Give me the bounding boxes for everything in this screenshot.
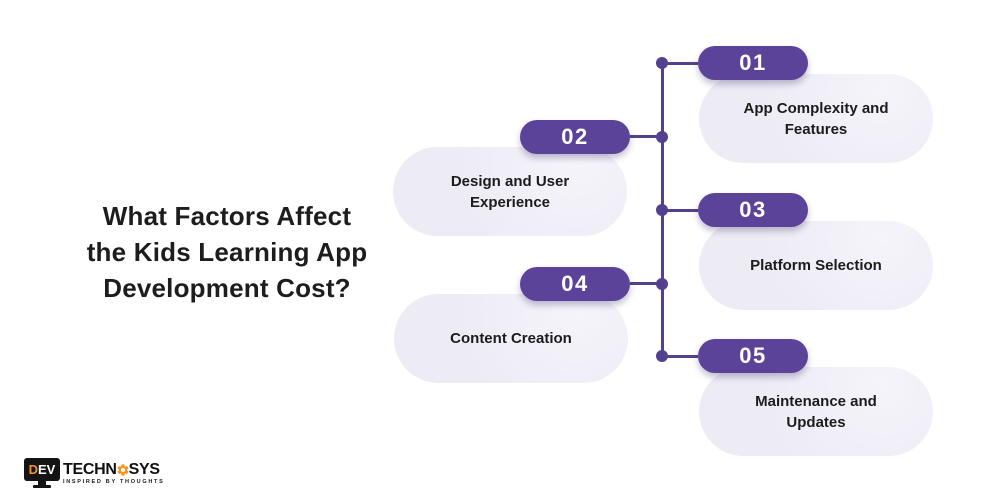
devtechnosys-logo: DEV TECHN SYS INSPIRED BY THOUGHTS — [24, 458, 164, 490]
factor-number-3: 03 — [739, 197, 767, 222]
brand-name: TECHN SYS — [63, 461, 164, 478]
factor-card-4: Content Creation — [394, 294, 628, 383]
connector-line-5 — [662, 354, 698, 358]
factor-number-4: 04 — [561, 270, 589, 296]
title-line-2: the Kids Learning App — [86, 237, 368, 267]
factor-number-badge-5: 05 — [698, 339, 808, 373]
connector-line-4 — [630, 282, 662, 285]
factor-label-1: App Complexity and Features — [743, 99, 889, 138]
logo-letter-d: D — [28, 462, 39, 477]
brand-name-prefix: TECHN — [63, 461, 117, 478]
title-line-1: What Factors Affect — [102, 201, 352, 231]
factor-label-5: Maintenance and Updates — [755, 392, 877, 431]
factor-label-4: Content Creation — [450, 330, 572, 347]
factor-number-badge-1: 01 — [698, 46, 808, 80]
connector-line-1 — [662, 61, 698, 65]
logo-letters-ev: EV — [38, 462, 56, 477]
timeline-dot-2 — [656, 130, 668, 143]
monitor-stand-neck — [38, 481, 46, 485]
logo-dev-text: DEV — [29, 463, 56, 476]
brand-text-block: TECHN SYS INSPIRED BY THOUGHTS — [63, 458, 165, 486]
factor-number-1: 01 — [739, 50, 767, 75]
connector-line-2 — [630, 135, 662, 138]
monitor-screen: DEV — [24, 458, 60, 481]
factor-card-5: Maintenance and Updates — [699, 367, 933, 456]
monitor-icon: DEV — [24, 458, 60, 490]
page-title: What Factors Affect the Kids Learning Ap… — [62, 198, 392, 306]
factor-number-badge-3: 03 — [698, 193, 808, 227]
factor-number-badge-2: 02 — [520, 119, 630, 154]
factor-label-2: Design and User Experience — [450, 172, 570, 211]
monitor-stand-base — [33, 485, 51, 488]
timeline-dot-1 — [656, 57, 668, 69]
timeline-dot-3 — [656, 204, 668, 216]
factor-label-3: Platform Selection — [750, 257, 882, 274]
timeline-dot-5 — [656, 350, 668, 362]
factor-number-2: 02 — [561, 123, 589, 149]
factor-card-1: App Complexity and Features — [699, 74, 933, 163]
title-line-3: Development Cost? — [103, 273, 351, 303]
brand-name-suffix: SYS — [128, 461, 160, 478]
connector-line-3 — [662, 208, 698, 212]
gear-icon — [117, 463, 129, 476]
brand-tagline: INSPIRED BY THOUGHTS — [63, 479, 165, 485]
factor-card-3: Platform Selection — [699, 221, 933, 310]
factor-number-badge-4: 04 — [520, 266, 630, 301]
factor-card-2: Design and User Experience — [393, 147, 627, 236]
factor-number-5: 05 — [739, 343, 767, 368]
timeline-dot-4 — [656, 277, 668, 290]
